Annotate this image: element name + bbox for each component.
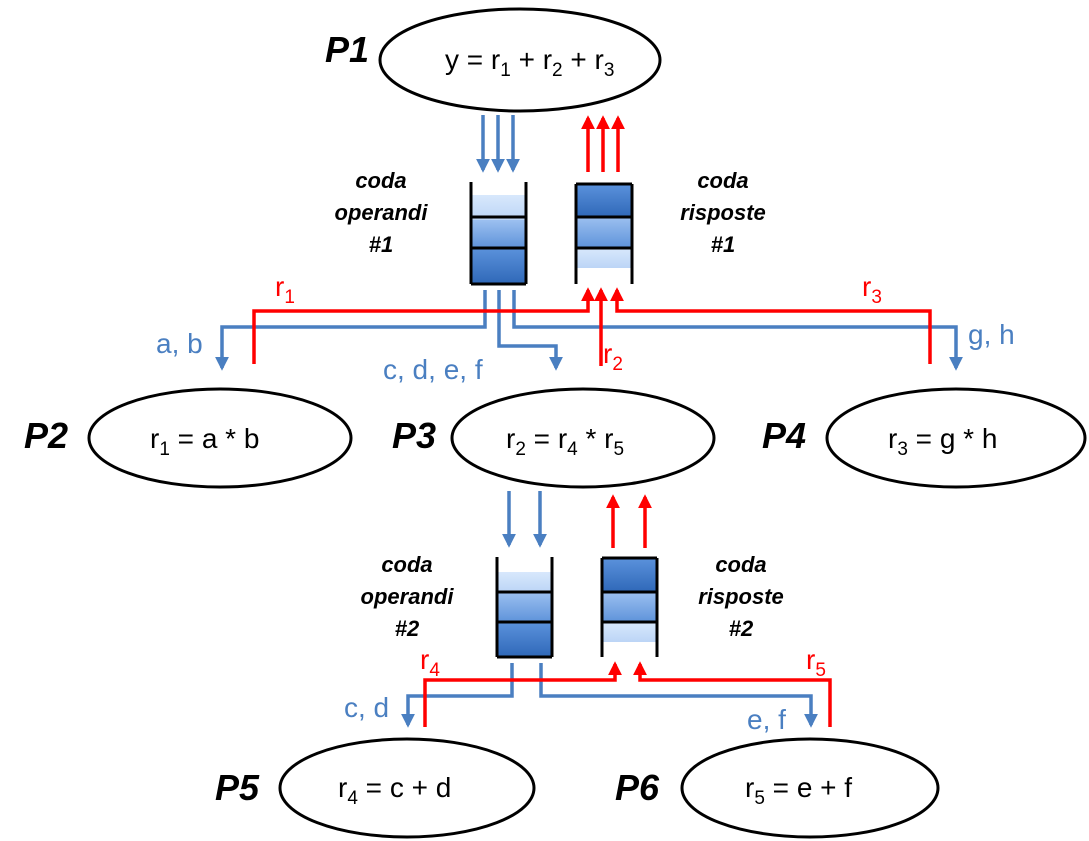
operand-label-cd: c, d	[344, 692, 389, 723]
operand-arrows-p1-to-queue1	[476, 115, 520, 173]
process-p5-formula: r4 = c + d	[338, 772, 451, 809]
process-p1-formula: y = r1 + r2 + r3	[445, 44, 614, 81]
svg-text:risposte: risposte	[698, 584, 784, 609]
svg-text:#1: #1	[711, 232, 735, 257]
process-p1-name: P1	[325, 29, 369, 70]
result-label-r4: r4	[420, 644, 440, 681]
process-p2-formula: r1 = a * b	[150, 423, 259, 460]
svg-text:coda: coda	[381, 552, 432, 577]
process-p3: P3 r2 = r4 * r5	[392, 387, 716, 489]
process-p3-formula: r2 = r4 * r5	[506, 423, 624, 460]
result-label-r1: r1	[275, 271, 295, 308]
process-p4-formula: r3 = g * h	[888, 423, 997, 460]
queue-operandi-2	[495, 557, 554, 659]
queue-operandi-1	[469, 182, 528, 286]
queue-risposte-1	[574, 182, 634, 284]
operand-flow-queue1-to-p3	[497, 290, 563, 371]
result-flow-p6-to-queue2	[633, 661, 832, 727]
result-flow-p2-to-queue1	[252, 287, 595, 364]
svg-text:coda: coda	[697, 168, 748, 193]
queue-risposte-2	[600, 556, 659, 657]
process-p4: P4 r3 = g * h	[762, 387, 1087, 489]
process-p6-name: P6	[615, 767, 660, 808]
process-p2-name: P2	[24, 415, 68, 456]
queue-risposte-2-label: coda risposte #2	[698, 552, 784, 641]
svg-text:#2: #2	[395, 616, 420, 641]
process-p3-name: P3	[392, 415, 436, 456]
operand-label-cdef: c, d, e, f	[383, 354, 483, 385]
operand-label-ab: a, b	[156, 328, 203, 359]
queue-risposte-1-label: coda risposte #1	[680, 168, 766, 257]
svg-text:risposte: risposte	[680, 200, 766, 225]
result-flow-p5-to-queue2	[423, 661, 622, 727]
operand-flow-queue1-to-p2	[215, 290, 487, 371]
process-p5-name: P5	[215, 767, 260, 808]
result-label-r3: r3	[862, 271, 882, 308]
result-flow-p4-to-queue1	[610, 287, 932, 364]
svg-text:#2: #2	[729, 616, 754, 641]
svg-text:coda: coda	[355, 168, 406, 193]
process-p6-formula: r5 = e + f	[745, 772, 852, 809]
result-label-r5: r5	[806, 644, 826, 681]
process-p4-name: P4	[762, 415, 806, 456]
result-label-r2: r2	[603, 338, 623, 375]
result-arrows-queue2-to-p3	[606, 494, 652, 548]
process-p1: P1 y = r1 + r2 + r3	[325, 7, 662, 113]
process-p6: P6 r5 = e + f	[615, 737, 940, 839]
svg-text:#1: #1	[369, 232, 393, 257]
svg-text:coda: coda	[715, 552, 766, 577]
operand-label-gh: g, h	[968, 319, 1015, 350]
operand-flow-queue1-to-p4	[512, 290, 963, 371]
process-p5: P5 r4 = c + d	[215, 737, 536, 839]
queue-operandi-2-label: coda operandi #2	[361, 552, 455, 641]
process-p2: P2 r1 = a * b	[24, 387, 353, 489]
operand-label-ef: e, f	[747, 704, 786, 735]
operand-arrows-p3-to-queue2	[502, 491, 547, 548]
result-arrows-queue1-to-p1	[581, 115, 625, 172]
svg-text:operandi: operandi	[335, 200, 429, 225]
svg-text:operandi: operandi	[361, 584, 455, 609]
queue-operandi-1-label: coda operandi #1	[335, 168, 429, 257]
